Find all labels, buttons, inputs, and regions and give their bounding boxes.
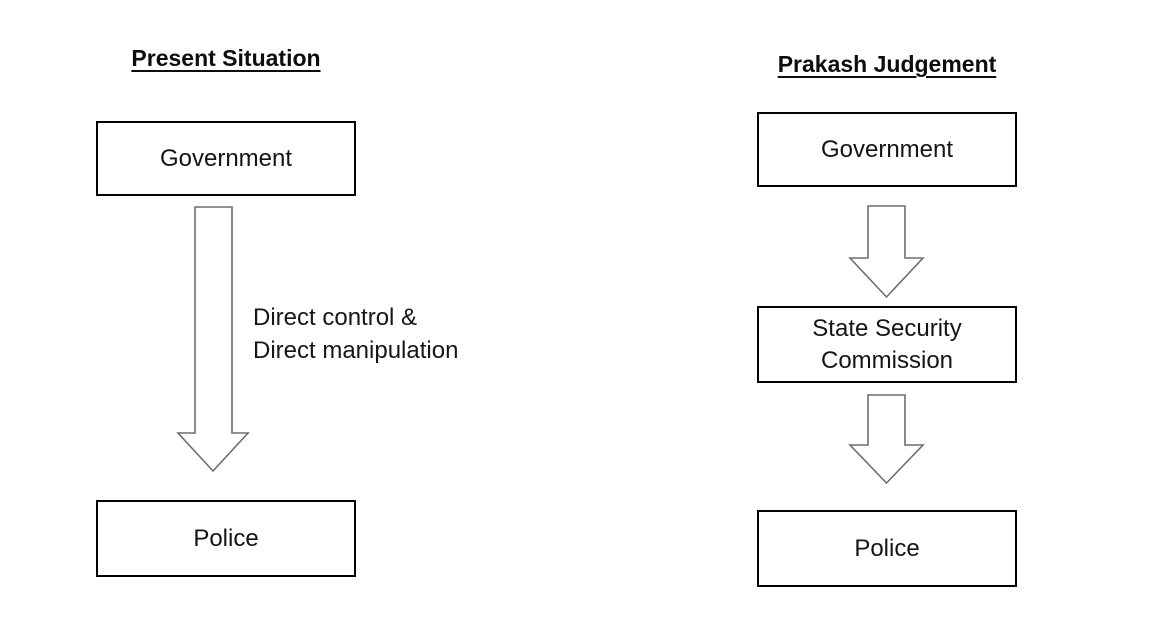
government-label-left: Government <box>159 144 293 172</box>
prakash-judgement-title-text: Prakash Judgement <box>777 51 997 77</box>
prakash-judgement-title: Prakash Judgement <box>757 51 1017 78</box>
police-box-left: Police <box>96 500 356 577</box>
state-security-commission-label: State Security Commission <box>812 314 962 374</box>
down-arrow-icon <box>848 205 925 299</box>
down-arrow-icon <box>848 394 925 485</box>
police-box-right: Police <box>757 510 1017 587</box>
government-label-right: Government <box>820 135 954 163</box>
government-box-right: Government <box>757 112 1017 187</box>
down-arrow-icon <box>176 206 250 473</box>
present-situation-title-text: Present Situation <box>131 45 321 71</box>
state-security-commission-box: State Security Commission <box>757 306 1017 383</box>
present-situation-title: Present Situation <box>96 45 356 72</box>
police-label-left: Police <box>193 524 259 552</box>
down-arrow-shape <box>848 205 925 299</box>
police-label-right: Police <box>854 534 920 562</box>
down-arrow-shape <box>176 206 250 473</box>
down-arrow-shape <box>848 394 925 485</box>
government-box-left: Government <box>96 121 356 196</box>
arrow-annotation: Direct control & Direct manipulation <box>253 304 459 364</box>
